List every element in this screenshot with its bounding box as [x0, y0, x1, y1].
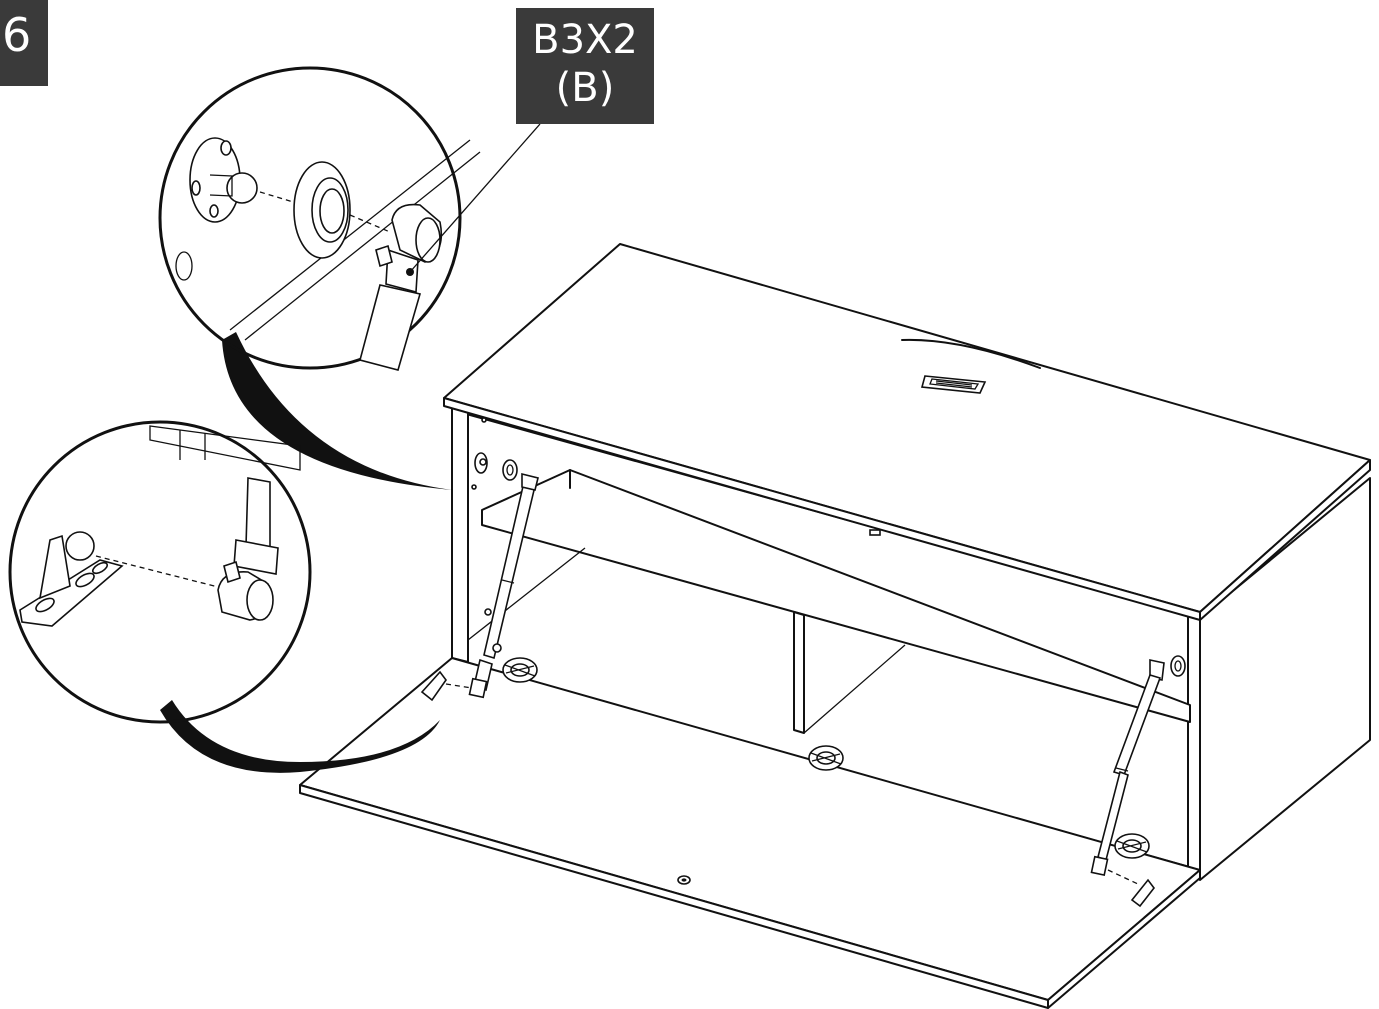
- right-side-edge: [1187, 613, 1201, 877]
- hinge-left: [502, 657, 538, 683]
- mounting-plate: [189, 137, 258, 223]
- gas-strut-right: [1090, 655, 1186, 908]
- part-code: B3X2: [532, 17, 638, 63]
- hinge-center: [808, 745, 844, 771]
- cable-grommet: [920, 375, 987, 394]
- door-bracket: [19, 531, 124, 627]
- shelf: [481, 469, 1191, 723]
- strut-end: [217, 477, 279, 621]
- flap-door: [299, 657, 1201, 1009]
- flap-door-side-edge: [1047, 869, 1201, 1009]
- cabinet: [443, 243, 1371, 881]
- top-panel-side-edge: [1199, 459, 1371, 621]
- strut-socket: [359, 203, 443, 371]
- part-qualifier: (B): [555, 65, 615, 111]
- step-number: 6: [2, 8, 32, 62]
- left-side-panel: [451, 403, 469, 663]
- bushing: [293, 161, 351, 259]
- detail-callout-bottom: [8, 420, 440, 773]
- callout-leader: [409, 123, 541, 273]
- step-number-badge: 6: [0, 0, 48, 86]
- part-callout-label: B3X2 (B): [516, 8, 654, 124]
- hinge-right: [1114, 833, 1150, 859]
- gas-strut-left: [420, 452, 539, 702]
- detail-callout-top: [158, 66, 541, 490]
- center-divider: [793, 611, 805, 734]
